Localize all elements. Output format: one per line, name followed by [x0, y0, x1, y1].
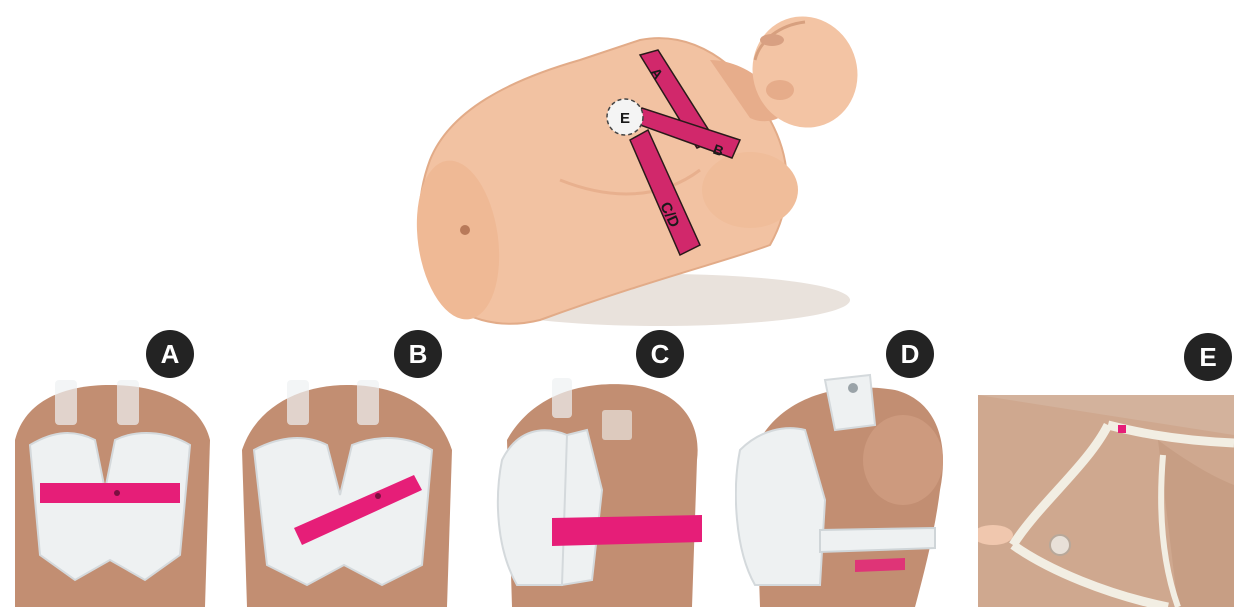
panel-d-photo	[735, 370, 950, 607]
panel-a-badge: A	[146, 330, 194, 378]
panel-e-badge: E	[1184, 333, 1232, 381]
panel-b-badge: B	[394, 330, 442, 378]
panel-a-photo	[5, 370, 215, 607]
sensor-e: E	[607, 99, 643, 135]
panel-c-photo	[492, 370, 707, 607]
panel-e-photo	[978, 395, 1234, 607]
panel-c-badge: C	[636, 330, 684, 378]
panel-b-photo	[232, 370, 457, 607]
panel-d-badge: D	[886, 330, 934, 378]
sensor-e-label: E	[620, 110, 630, 127]
manikin-figure: A B C/D E	[410, 0, 880, 340]
